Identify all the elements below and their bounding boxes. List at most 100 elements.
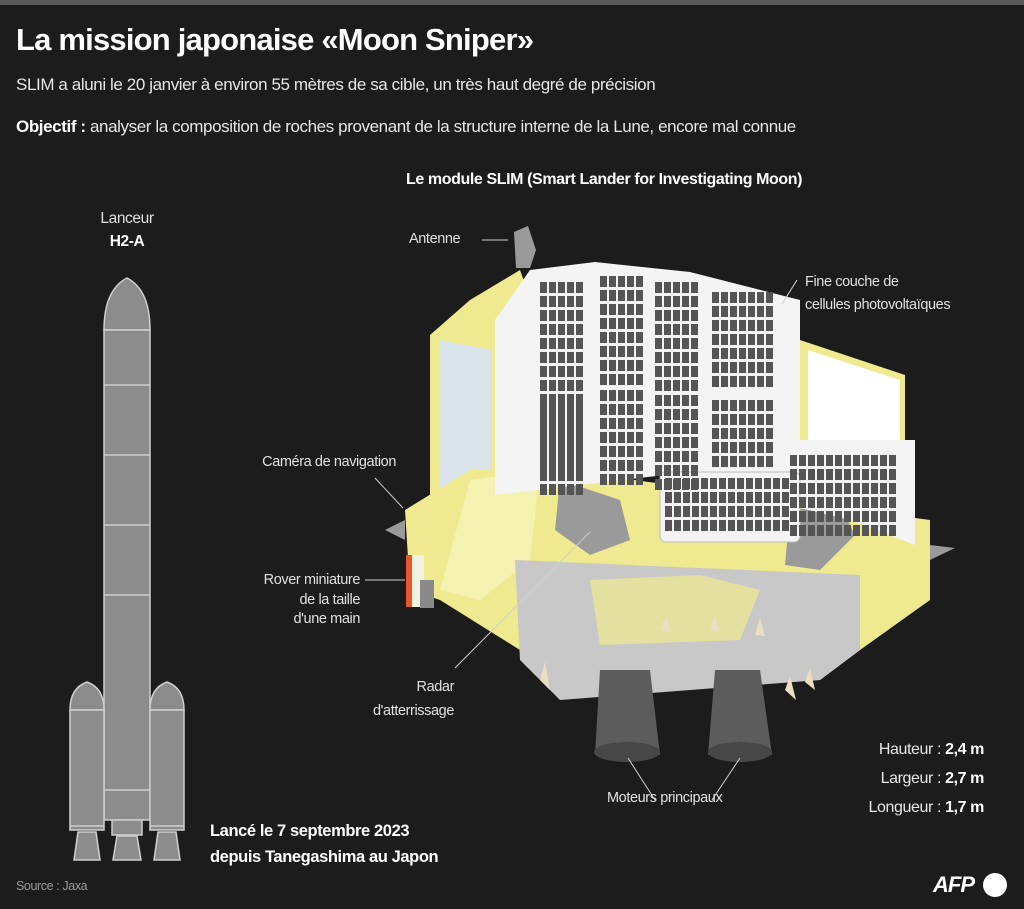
solar-cell: [746, 478, 753, 489]
solar-cell: [549, 394, 556, 405]
solar-cell: [664, 282, 671, 293]
solar-cell: [766, 292, 773, 303]
leader-lines: [365, 239, 798, 801]
solar-cell: [748, 362, 755, 373]
solar-cell: [549, 414, 556, 425]
solar-cell: [576, 470, 583, 481]
solar-cell: [558, 296, 565, 307]
solar-cell: [721, 442, 728, 453]
solar-cell: [558, 464, 565, 475]
solar-cell: [618, 374, 625, 385]
solar-cell: [627, 390, 634, 401]
solar-cell: [889, 525, 896, 536]
solar-cell: [691, 338, 698, 349]
afp-logo-dot: [983, 873, 1007, 897]
solar-cell: [757, 306, 764, 317]
solar-cell: [609, 360, 616, 371]
solar-cell: [880, 511, 887, 522]
solar-cell: [673, 310, 680, 321]
solar-cell: [655, 352, 662, 363]
solar-cell: [600, 318, 607, 329]
solar-cell: [748, 334, 755, 345]
solar-cell: [790, 525, 797, 536]
solar-cell: [844, 483, 851, 494]
solar-cell: [540, 296, 547, 307]
solar-cell: [853, 497, 860, 508]
solar-cell: [712, 442, 719, 453]
solar-cell: [636, 446, 643, 457]
solar-cell: [844, 497, 851, 508]
rocket-label: Lanceur: [100, 210, 154, 227]
solar-cell: [609, 276, 616, 287]
solar-cell: [844, 525, 851, 536]
solar-cell: [540, 436, 547, 447]
solar-cell: [691, 282, 698, 293]
solar-cell: [730, 400, 737, 411]
solar-cell: [764, 492, 771, 503]
solar-cell: [674, 492, 681, 503]
solar-cell: [790, 497, 797, 508]
solar-cell: [600, 432, 607, 443]
solar-cell: [764, 506, 771, 517]
solar-cell: [618, 276, 625, 287]
solar-cell: [730, 292, 737, 303]
solar-cell: [748, 348, 755, 359]
solar-cell: [636, 390, 643, 401]
solar-cell: [730, 376, 737, 387]
solar-cell: [567, 394, 574, 405]
solar-cell: [558, 310, 565, 321]
solar-cell: [627, 374, 634, 385]
solar-cell: [889, 469, 896, 480]
solar-cell: [609, 318, 616, 329]
solar-cell: [773, 506, 780, 517]
solar-cell: [889, 511, 896, 522]
solar-cell: [682, 465, 689, 476]
solar-cell: [844, 469, 851, 480]
solar-cell: [655, 296, 662, 307]
slim-lander-illustration: [385, 226, 955, 762]
solar-cell: [721, 348, 728, 359]
solar-cell: [540, 310, 547, 321]
solar-cell: [710, 520, 717, 531]
solar-cell: [721, 428, 728, 439]
solar-cell: [558, 408, 565, 419]
solar-cell: [730, 442, 737, 453]
solar-cell: [540, 408, 547, 419]
solar-cell: [871, 455, 878, 466]
label-radar-2: d'atterrissage: [373, 703, 454, 719]
solar-cell: [871, 525, 878, 536]
solar-cell: [721, 306, 728, 317]
solar-cell: [600, 332, 607, 343]
afp-logo: AFP: [933, 872, 975, 897]
solar-cell: [739, 428, 746, 439]
solar-cell: [871, 497, 878, 508]
solar-cell: [600, 346, 607, 357]
launch-site: depuis Tanegashima au Japon: [210, 848, 439, 866]
solar-cell: [766, 362, 773, 373]
solar-cell: [826, 469, 833, 480]
solar-cell: [757, 348, 764, 359]
solar-cell: [674, 478, 681, 489]
solar-cell: [766, 376, 773, 387]
solar-cell: [673, 437, 680, 448]
solar-cell: [576, 456, 583, 467]
solar-cell: [609, 346, 616, 357]
solar-cell: [691, 296, 698, 307]
solar-cell: [721, 362, 728, 373]
solar-cell: [567, 422, 574, 433]
solar-cell: [627, 346, 634, 357]
dimension-value: 2,4 m: [941, 741, 984, 758]
solar-cell: [567, 338, 574, 349]
solar-cell: [549, 408, 556, 419]
solar-cell: [748, 320, 755, 331]
solar-cell: [664, 465, 671, 476]
solar-cell: [627, 474, 634, 485]
solar-cell: [627, 360, 634, 371]
solar-cell: [748, 428, 755, 439]
solar-cell: [567, 436, 574, 447]
solar-cell: [540, 324, 547, 335]
solar-cell: [712, 456, 719, 467]
solar-cell: [549, 484, 556, 495]
solar-cell: [609, 418, 616, 429]
solar-cell: [627, 332, 634, 343]
